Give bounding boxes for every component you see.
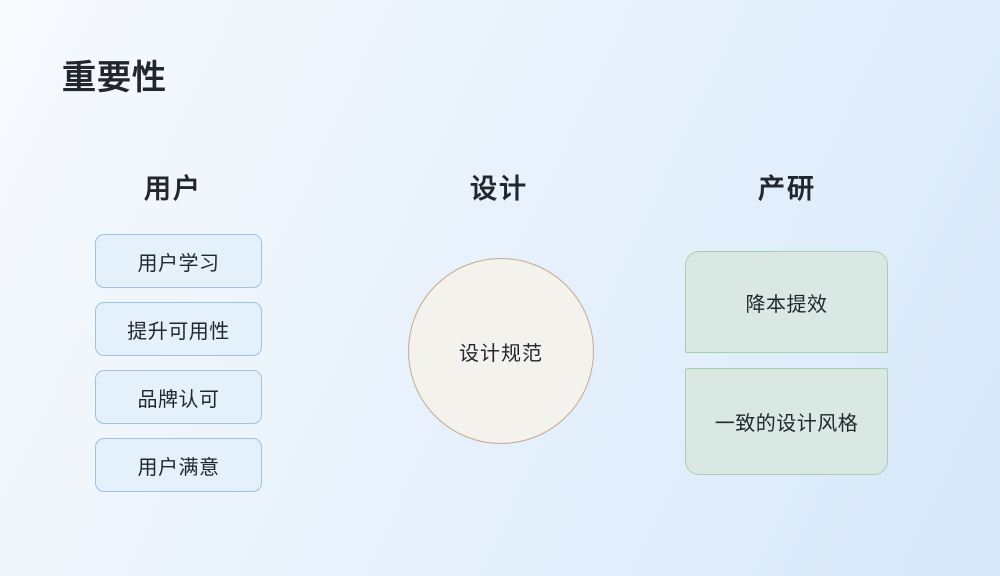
product-benefit-box-efficiency: 降本提效 [685, 251, 888, 353]
user-benefit-box-satisfaction: 用户满意 [95, 438, 262, 492]
slide-title: 重要性 [62, 59, 167, 97]
design-spec-circle: 设计规范 [408, 258, 594, 444]
user-benefit-box-learning: 用户学习 [95, 234, 262, 288]
user-benefit-box-brand: 品牌认可 [95, 370, 262, 424]
column-header-product: 产研 [758, 174, 816, 204]
column-header-design: 设计 [470, 174, 528, 204]
column-header-user: 用户 [144, 174, 202, 204]
product-benefit-box-consistency: 一致的设计风格 [685, 368, 888, 475]
user-benefit-list: 用户学习 提升可用性 品牌认可 用户满意 [95, 234, 262, 492]
user-benefit-box-usability: 提升可用性 [95, 302, 262, 356]
